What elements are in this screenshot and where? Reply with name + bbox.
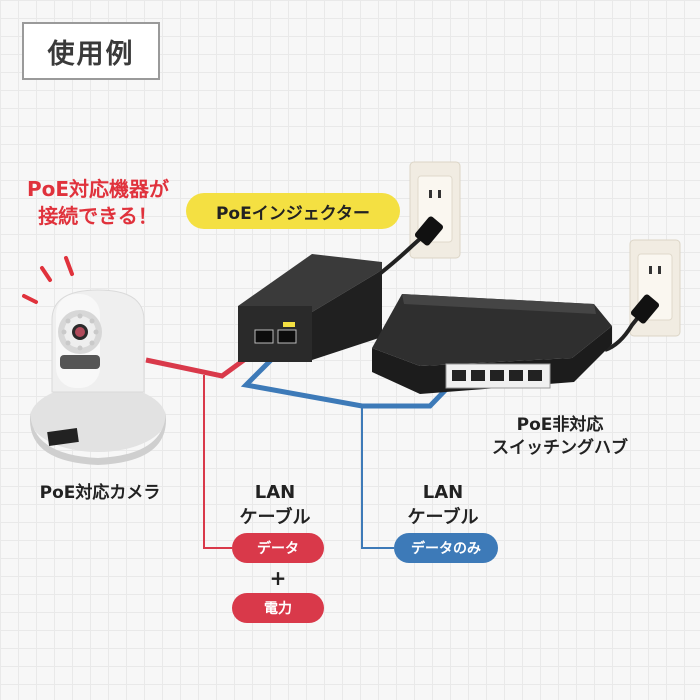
switch-label-line-2: スイッチングハブ [492, 438, 628, 458]
wall-outlet-right [629, 239, 681, 337]
data-only-pill: データのみ [394, 533, 498, 563]
switching-hub [372, 294, 612, 394]
switch-label: PoE非対応 スイッチングハブ [470, 414, 650, 460]
poe-camera [22, 256, 166, 465]
cable-label-left: LAN ケーブル [220, 480, 330, 530]
switch-label-line-1: PoE非対応 [516, 415, 604, 435]
switch-power-cord [604, 303, 650, 352]
injector-label: PoEインジェクター [186, 193, 400, 229]
leader-red [203, 375, 232, 549]
cable-left-line-2: ケーブル [239, 507, 311, 528]
leader-blue [361, 406, 394, 549]
plus-sign: + [269, 566, 287, 590]
cable-label-right: LAN ケーブル [388, 480, 498, 530]
cable-right-line-2: ケーブル [407, 507, 479, 528]
headline-line-1: PoE対応機器が [26, 177, 170, 201]
cable-right-line-1: LAN [422, 482, 464, 503]
poe-injector [238, 254, 382, 362]
headline-line-2: 接続できる！ [38, 204, 158, 228]
page-title: 使用例 [22, 22, 160, 80]
camera-label: PoE対応カメラ [39, 483, 161, 503]
data-pill-red: データ [232, 533, 324, 563]
cable-left-line-1: LAN [254, 482, 296, 503]
power-pill: 電力 [232, 593, 324, 623]
headline: PoE対応機器が 接続できる！ [18, 176, 178, 230]
